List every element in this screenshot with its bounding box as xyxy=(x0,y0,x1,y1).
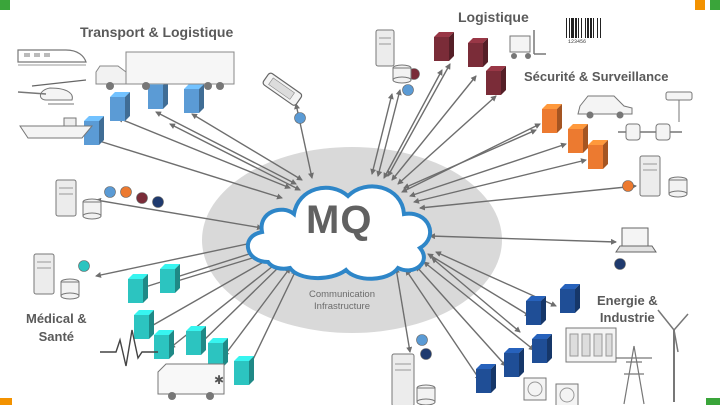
sector-label-securite: Sécurité & Surveillance xyxy=(524,69,669,84)
laptop-icon xyxy=(615,227,657,253)
device-cubes xyxy=(84,32,608,393)
server-icon xyxy=(391,353,436,405)
connection-arrow xyxy=(431,257,521,333)
mobile-device-icon xyxy=(262,72,303,106)
server-icon xyxy=(55,179,102,220)
device-cube-icon xyxy=(568,124,588,153)
corner-accent-top-right-green xyxy=(710,0,720,10)
cloud-title: MQ xyxy=(306,198,373,242)
device-cube-icon xyxy=(504,348,524,377)
ship-icon xyxy=(19,117,94,139)
connection-arrows xyxy=(95,63,637,381)
device-cube-icon xyxy=(134,310,154,339)
device-cube-icon xyxy=(434,32,454,61)
connection-arrow xyxy=(169,123,301,191)
sector-label-energie: Energie & Industrie xyxy=(597,293,658,325)
device-cube-icon xyxy=(154,330,174,359)
server-icon xyxy=(33,253,80,300)
connection-arrow xyxy=(393,267,413,353)
device-cube-icon xyxy=(486,66,506,95)
device-cube-icon xyxy=(476,364,496,393)
surveillance-camera-icon xyxy=(665,91,693,122)
device-cube-icon xyxy=(532,334,552,363)
status-dot xyxy=(136,192,148,204)
device-cube-icon xyxy=(208,338,228,367)
connection-arrow xyxy=(403,129,537,189)
status-dot xyxy=(614,258,626,270)
forklift-icon xyxy=(509,30,546,59)
ambulance-icon: ✱ xyxy=(157,363,225,400)
corner-accent-top-right-orange xyxy=(695,0,705,10)
train-icon xyxy=(17,49,87,66)
corner-accent-bottom-left xyxy=(0,398,12,405)
helicopter-icon xyxy=(17,79,87,105)
control-panel-icon xyxy=(565,327,617,363)
barcode-icon xyxy=(566,18,601,38)
device-cube-icon xyxy=(184,84,204,113)
status-dot xyxy=(420,348,432,360)
device-cube-icon xyxy=(588,140,608,169)
wind-turbine-icon xyxy=(657,309,689,402)
connection-arrow xyxy=(155,111,297,185)
truck-icon xyxy=(95,51,235,90)
connection-arrow xyxy=(117,117,291,189)
device-cube-icon xyxy=(560,284,580,313)
device-cube-icon xyxy=(542,104,562,133)
device-cube-icon xyxy=(160,264,180,293)
police-car-icon xyxy=(577,95,633,119)
status-dot xyxy=(104,186,116,198)
corner-accent-bottom-right xyxy=(706,398,720,405)
status-dot xyxy=(622,180,634,192)
connection-arrow xyxy=(245,269,297,375)
status-dot xyxy=(78,260,90,272)
device-cube-icon xyxy=(110,92,130,121)
connection-arrow xyxy=(95,197,263,231)
gauge-icon xyxy=(523,377,579,405)
barcode-number: 123456 xyxy=(568,39,587,45)
connection-arrow xyxy=(387,63,451,177)
device-cube-icon xyxy=(234,356,254,385)
server-icon xyxy=(639,155,688,198)
status-dot xyxy=(294,112,306,124)
sector-label-transport: Transport & Logistique xyxy=(80,24,234,40)
connection-arrow xyxy=(419,183,637,211)
heartbeat-icon xyxy=(100,329,158,367)
server-icon xyxy=(375,29,412,84)
sector-label-medical: Médical & Santé xyxy=(26,311,87,344)
status-dot xyxy=(402,84,414,96)
svg-text:✱: ✱ xyxy=(214,373,224,387)
device-cube-icon xyxy=(526,296,546,325)
corner-accent-top-left xyxy=(0,0,10,10)
connection-arrow xyxy=(429,233,617,245)
infrastructure-caption: Communication Infrastructure xyxy=(309,289,375,312)
device-cube-icon xyxy=(186,326,206,355)
device-cube-icon xyxy=(468,38,488,67)
power-pylon-icon xyxy=(616,345,652,405)
sector-label-logistique: Logistique xyxy=(458,9,529,25)
sensor-pipeline-icon xyxy=(618,123,682,141)
status-dot xyxy=(416,334,428,346)
connection-arrow xyxy=(95,238,267,278)
status-dot xyxy=(152,196,164,208)
device-cube-icon xyxy=(128,274,148,303)
status-dot xyxy=(120,186,132,198)
cloud-icon xyxy=(245,184,433,281)
